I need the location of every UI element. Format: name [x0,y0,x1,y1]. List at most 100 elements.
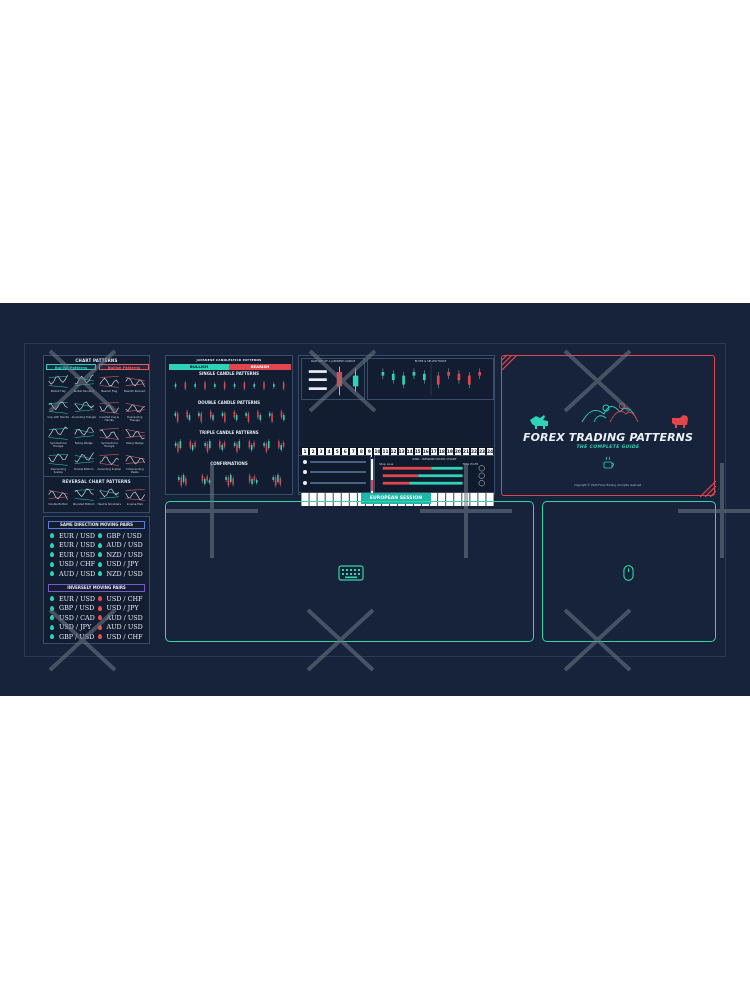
reversal-patterns-title: REVERSAL CHART PATTERNS [62,479,131,484]
pair-row: USD / JPY AUD / USD [50,623,145,632]
candle-body [268,413,271,416]
pair-label: AUD / USD [106,613,143,622]
drop-icon [97,596,102,601]
candle-body [268,441,270,448]
drop-icon [50,571,54,577]
candle-body [204,479,206,484]
candle-body [283,415,285,420]
bullish-patterns-label: Bullish Patterns [46,364,96,370]
currency-pair: EUR / USD [50,594,98,603]
pair-label: AUD / USD [59,569,96,578]
candle-body [265,443,268,452]
candle-body [206,476,208,481]
force-candle-body [467,375,471,385]
candle-body [280,445,283,450]
force-candle-body [381,372,385,376]
pair-label: USD / JPY [106,560,139,569]
chart-pattern-cell: Bearish Pennant [123,372,148,397]
pair-row: USD / CAD AUD / USD [50,613,145,622]
currency-pair: GBP / USD [50,604,98,613]
candle-body [204,443,206,446]
candle-body [182,475,185,482]
chart-pattern-thumbnail [48,374,68,388]
candle-body [221,413,224,416]
candle-body [271,413,273,422]
candle-body [251,479,253,484]
triple-candle-row [170,436,288,456]
currency-pair: AUD / USD [97,613,146,622]
currency-pair: USD / JPY [97,560,146,569]
candle-body [277,475,279,482]
chart-pattern-thumbnail [124,429,145,440]
candle-body [174,443,177,446]
chart-pattern-cell: 3 Descending Peaks [123,450,148,475]
candle-body [238,441,241,448]
candle-body [233,443,236,446]
reversal-pattern-cell: Inverse H&S [123,485,148,506]
reversal-pattern-thumbnail [48,490,68,500]
drop-icon [50,634,54,640]
candle-body [185,478,187,485]
reversal-pattern-label: Head & Shoulders [97,503,121,506]
take-profit-bar [431,466,463,470]
info-line-3 [303,481,366,485]
coffee-cup-icon [603,456,614,469]
chart-pattern-cell: Falling Wedge [72,424,97,449]
keyboard-zone [165,501,534,642]
ratio-circle [478,472,485,479]
candle-body [227,477,230,486]
risk-reward-chart [382,465,485,487]
candle-body [279,478,282,485]
candle-body [209,411,212,418]
currency-pair: NZD / USD [97,550,146,559]
currency-pair: USD / CHF [50,560,98,569]
mouse-icon [623,565,634,581]
chart-pattern-label: Ascending Triangle [71,416,96,419]
currency-pair: USD / JPY [50,623,98,632]
chart-pattern-label: Bullish Flag [50,390,66,393]
pair-label: EUR / USD [59,594,95,603]
chart-pattern-cell: Ascending Scallop [97,450,122,475]
candle-body [201,475,204,482]
currency-pair: AUD / USD [97,541,146,550]
candle-body [177,443,179,452]
drop-icon [50,552,54,558]
candle-body [191,445,194,450]
brand-decoration [502,356,716,497]
force-candle-body [402,375,405,385]
currency-pair: EUR / USD [50,550,98,559]
mousepad-mat: CHART PATTERNS Bullish Patterns Bullish … [0,303,750,696]
currency-pair: USD / CAD [50,613,98,622]
force-candle-body [412,372,416,376]
pair-row: GBP / USD USD / JPY [50,604,145,613]
pair-label: NZD / USD [106,569,143,578]
candle-body [221,445,224,450]
risk-reward-title: RISK - REWARD RATIO CHART [412,457,457,461]
drop-icon [97,634,102,640]
force-candle-body [436,375,440,385]
chart-patterns-title: CHART PATTERNS [75,358,118,363]
chart-pattern-cell: Bullish Flag [46,372,71,397]
reversal-pattern-thumbnail [99,488,119,499]
brand-panel: FOREX TRADING PATTERNS THE COMPLETE GUID… [501,355,716,497]
chart-pattern-thumbnail [48,401,68,414]
session-hours-box [298,455,371,493]
pair-label: AUD / USD [106,623,143,632]
pair-label: GBP / USD [106,531,142,540]
ratio-circle [478,465,485,472]
candlestick-patterns-panel: JAPANESE CANDLESTICK PATTERNS BULLISH BE… [165,355,293,495]
brand-subtitle: THE COMPLETE GUIDE [576,445,640,450]
force-title: BUYER & SELLER FORCE [414,360,447,363]
pair-label: EUR / USD [59,541,95,550]
candle-body [248,475,251,482]
pair-label: USD / JPY [106,604,139,613]
reversal-pattern-label: Rounded Bottom [72,503,95,506]
candle-body [209,441,211,448]
candle-body [188,415,191,420]
candle-body [278,441,280,448]
reversal-pattern-thumbnail [74,488,94,501]
candle-body [225,477,227,480]
chart-pattern-cell: Double Bottom [72,450,97,475]
